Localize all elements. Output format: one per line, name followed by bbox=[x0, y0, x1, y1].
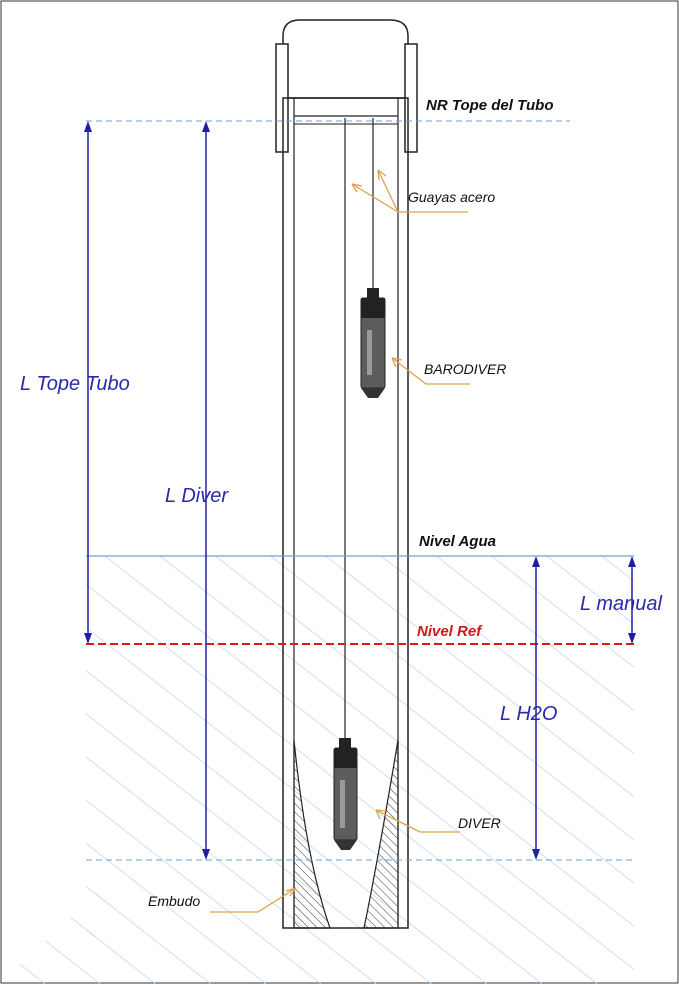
label-l-diver: L Diver bbox=[165, 485, 229, 507]
l-h2o-dimension bbox=[532, 556, 540, 860]
label-embudo: Embudo bbox=[148, 893, 200, 909]
leader-lines bbox=[210, 169, 470, 913]
l-manual-dimension bbox=[628, 556, 636, 644]
l-diver-dimension bbox=[202, 121, 210, 860]
ground-hatch-left bbox=[0, 880, 110, 984]
label-barodiver: BARODIVER bbox=[424, 361, 506, 377]
l-tope-tubo-dimension bbox=[84, 121, 92, 644]
tube-cap bbox=[275, 19, 418, 153]
diver-sensor bbox=[333, 738, 358, 850]
label-guayas-acero: Guayas acero bbox=[408, 189, 495, 205]
label-nivel-ref: Nivel Ref bbox=[417, 623, 483, 640]
water-hatch-area bbox=[86, 556, 634, 984]
label-nr-tope-del-tubo: NR Tope del Tubo bbox=[426, 97, 554, 114]
label-l-manual: L manual bbox=[580, 593, 662, 615]
label-l-tope-tubo: L Tope Tubo bbox=[20, 373, 130, 395]
barodiver-sensor bbox=[360, 288, 386, 398]
label-diver: DIVER bbox=[458, 815, 501, 831]
label-l-h2o: L H2O bbox=[500, 703, 557, 725]
label-nivel-agua: Nivel Agua bbox=[419, 533, 496, 550]
